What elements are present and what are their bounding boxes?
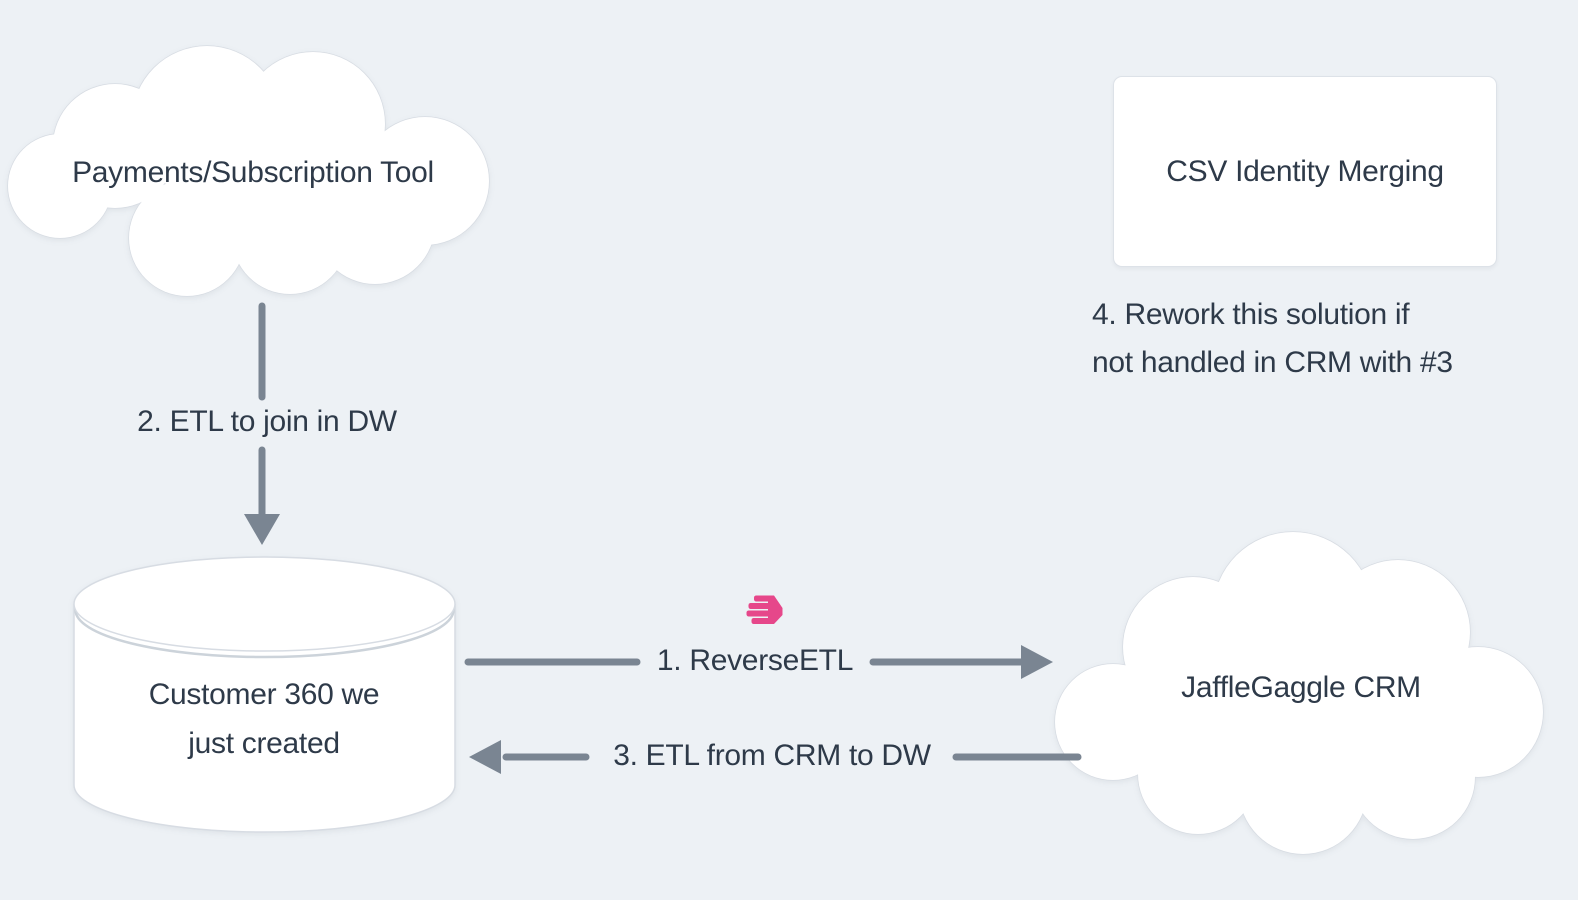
arrow-etl-from-crm-head: [469, 740, 501, 774]
payments-cloud: [7, 45, 490, 297]
csv-merging-box: [1113, 76, 1497, 267]
jafflegaggle-cloud: [1054, 531, 1544, 855]
edge-label-etl-join: 2. ETL to join in DW: [137, 405, 397, 438]
customer360-label-line-1: Customer 360 we: [148, 678, 380, 711]
edge-label-reverse-etl: 1. ReverseETL: [656, 644, 854, 677]
rework-note: 4. Rework this solution if not handled i…: [1092, 291, 1453, 387]
edge-label-etl-from-crm: 3. ETL from CRM to DW: [613, 739, 931, 772]
jafflegaggle-cloud-label: JaffleGaggle CRM: [1181, 671, 1421, 704]
customer360-label-line-2: just created: [188, 727, 340, 760]
rework-note-line-2: not handled in CRM with #3: [1092, 346, 1453, 379]
hightouch-logo-icon: [746, 595, 783, 624]
arrow-reverse-etl-head: [1021, 645, 1053, 679]
customer360-label: Customer 360 we just created: [84, 670, 444, 768]
csv-merging-box-label: CSV Identity Merging: [1166, 155, 1444, 188]
arrow-etl-join-head: [244, 514, 280, 545]
payments-cloud-label: Payments/Subscription Tool: [72, 156, 434, 189]
customer360-cylinder: [73, 556, 456, 833]
rework-note-line-1: 4. Rework this solution if: [1092, 298, 1410, 331]
